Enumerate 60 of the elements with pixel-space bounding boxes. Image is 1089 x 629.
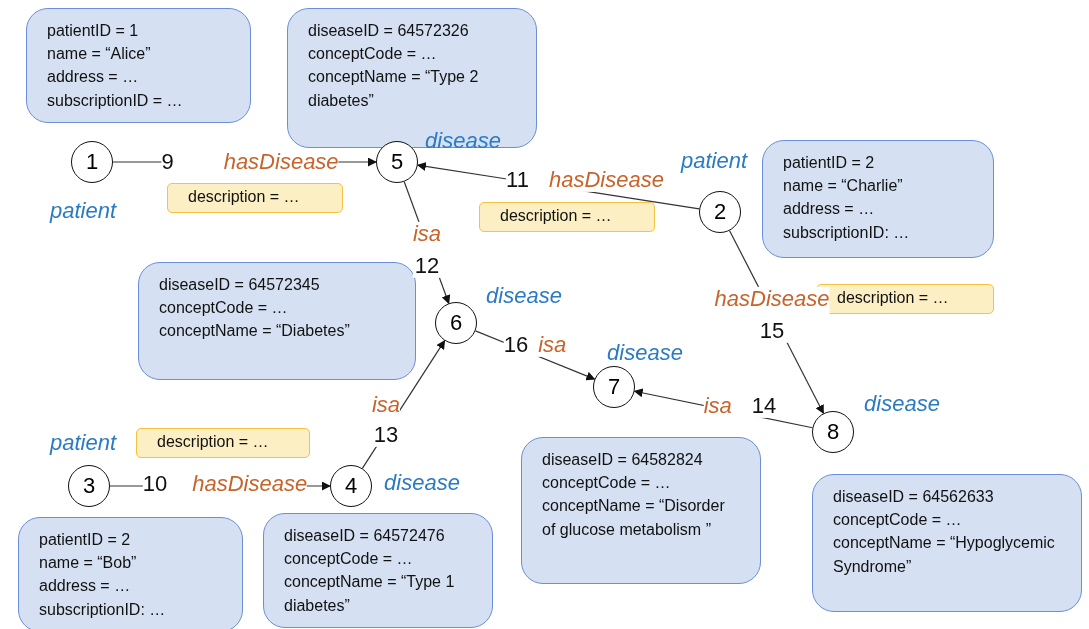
node-type-label: disease [384, 470, 460, 496]
property-text: conceptName = “Diabetes” [159, 321, 351, 342]
property-text: conceptCode = … [833, 510, 963, 531]
property-text: conceptName = “Type 1 diabetes” [284, 572, 456, 616]
property-text: conceptCode = … [308, 44, 438, 65]
node-number: 8 [826, 419, 840, 445]
property-text: diseaseID = 64582824 [542, 450, 704, 470]
property-text: conceptCode = … [284, 549, 414, 570]
node-number: 6 [449, 310, 463, 336]
property-card [18, 517, 243, 629]
property-text: name = “Alice” [47, 44, 152, 65]
property-text: subscriptionID: … [39, 599, 167, 620]
property-card [26, 8, 251, 123]
node-number: 1 [85, 149, 99, 175]
property-card [812, 474, 1082, 612]
property-text: description = … [157, 433, 270, 451]
property-text: subscriptionID = … [47, 90, 184, 111]
node-type-label: patient [49, 198, 117, 224]
edge-property-card [167, 183, 343, 213]
property-text: description = … [500, 207, 613, 225]
property-text: name = “Bob” [39, 553, 138, 574]
node-type-label: disease [864, 391, 940, 417]
property-text: address = … [783, 199, 876, 220]
edge-property-card [479, 202, 655, 232]
node-number: 7 [607, 374, 621, 400]
property-text: patientID = 2 [39, 530, 132, 550]
property-card [762, 140, 994, 258]
node-type-label: patient [680, 148, 748, 174]
node-number: 3 [82, 473, 96, 499]
node-type-label: disease [486, 283, 562, 309]
edge-label: isa 12 [412, 221, 442, 279]
node-number: 4 [344, 473, 358, 499]
node-type-label: disease [607, 340, 683, 366]
property-card [287, 8, 537, 148]
property-text: conceptName = “Hypoglycemic Syndrome” [833, 533, 1056, 577]
node-number: 2 [713, 199, 727, 225]
property-text: description = … [837, 289, 950, 307]
node-type-label: patient [49, 430, 117, 456]
property-text: description = … [188, 188, 301, 206]
property-text: diseaseID = 64572476 [284, 526, 446, 546]
property-card [263, 513, 493, 628]
property-text: conceptCode = … [159, 298, 289, 319]
property-text: conceptCode = … [542, 473, 672, 494]
property-card [138, 262, 416, 380]
edge-label: hasDisease 15 [714, 286, 830, 344]
property-text: conceptName = “Disorder of glucose metabolism ” [542, 496, 726, 540]
edge-property-card [136, 428, 310, 458]
property-text: diseaseID = 64572326 [308, 21, 470, 41]
property-text: diseaseID = 64572345 [159, 275, 321, 295]
property-text: diseaseID = 64562633 [833, 487, 995, 507]
property-text: name = “Charlie” [783, 176, 904, 197]
property-text: patientID = 2 [783, 153, 876, 173]
property-card [521, 437, 761, 584]
property-text: patientID = 1 [47, 21, 140, 41]
node-type-label: disease [425, 128, 501, 154]
property-text: address = … [39, 576, 132, 597]
node-number: 5 [390, 149, 404, 175]
property-text: subscriptionID: … [783, 222, 911, 243]
property-text: address = … [47, 67, 140, 88]
property-text: conceptName = “Type 2 diabetes” [308, 67, 480, 111]
